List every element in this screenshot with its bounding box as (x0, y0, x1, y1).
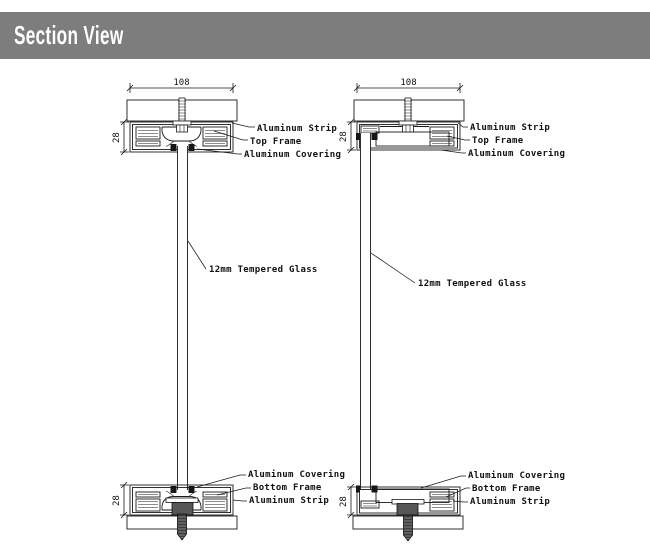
left-bottom-gasket-left (170, 486, 177, 493)
right-label-top-frame: Top Frame (472, 136, 524, 146)
left-bottom-height-dimension: 28 (112, 481, 129, 519)
right-glass-panel (360, 133, 371, 490)
right-bottom-gasket-right (371, 485, 378, 493)
left-bottom-gasket-right (188, 486, 195, 493)
left-section-drawing: 108 12mm Tempered Glass (112, 78, 345, 541)
right-glass-label: 12mm Tempered Glass (418, 279, 527, 289)
left-bottom-frame-leader (216, 487, 251, 496)
right-label-bottom-strip: Aluminum Strip (470, 496, 550, 507)
right-section-drawing: 108 12mm Tempered Glass (339, 78, 565, 542)
right-label-aluminum-covering: Aluminum Covering (468, 148, 565, 159)
left-label-bottom-frame: Bottom Frame (253, 483, 322, 493)
right-top-gasket-right (371, 133, 378, 140)
right-top-gasket-left (356, 133, 360, 140)
right-width-dimension: 108 (353, 78, 464, 93)
left-strip-leader (231, 122, 255, 128)
left-top-gasket-left (170, 144, 177, 151)
right-bottom-gasket-left (356, 485, 360, 493)
left-floor-screw (177, 513, 187, 541)
left-glass-panel (177, 146, 188, 490)
right-strip-leader (457, 122, 468, 128)
left-top-height-dim-text: 28 (112, 132, 122, 143)
left-label-aluminum-covering: Aluminum Covering (244, 149, 341, 160)
right-topframe-leader (446, 135, 470, 141)
page-title: Section View (14, 20, 124, 50)
right-top-height-dim-text: 28 (339, 131, 349, 142)
right-bottom-covering-leader (420, 475, 466, 489)
right-width-dim-text: 108 (400, 78, 416, 88)
section-view-header: Section View (0, 12, 650, 59)
left-glass-label: 12mm Tempered Glass (209, 265, 318, 275)
left-label-aluminum-strip: Aluminum Strip (257, 123, 337, 134)
right-covering-leader (440, 149, 466, 154)
left-bottom-covering-leader (196, 474, 246, 488)
right-floor-screw (403, 514, 413, 542)
right-bottom-height-dimension: 28 (339, 483, 356, 519)
left-bottom-strip-leader (232, 499, 247, 502)
left-glass-leader (187, 240, 207, 270)
left-anchor-washer (165, 497, 199, 503)
right-bottom-strip-leader (452, 500, 468, 503)
right-label-bottom-frame: Bottom Frame (472, 484, 541, 494)
left-bottom-height-dim-text: 28 (112, 495, 122, 506)
right-bottom-height-dim-text: 28 (339, 496, 349, 507)
left-anchor-block (171, 502, 194, 516)
left-top-height-dimension: 28 (112, 118, 129, 156)
right-anchor-block (396, 503, 419, 516)
right-label-bottom-covering: Aluminum Covering (468, 470, 565, 481)
left-label-bottom-strip: Aluminum Strip (249, 495, 329, 506)
right-glass-leader (370, 252, 416, 284)
left-topframe-leader (213, 130, 248, 141)
left-label-bottom-covering: Aluminum Covering (248, 469, 345, 480)
left-width-dim-text: 108 (173, 78, 189, 88)
left-covering-leader (196, 148, 242, 155)
right-bottom-frame-leader (445, 487, 470, 498)
left-width-dimension: 108 (126, 78, 237, 93)
left-top-gasket-right (188, 144, 195, 151)
right-label-aluminum-strip: Aluminum Strip (470, 122, 550, 133)
left-label-top-frame: Top Frame (250, 137, 302, 147)
right-top-height-dimension: 28 (339, 118, 356, 154)
